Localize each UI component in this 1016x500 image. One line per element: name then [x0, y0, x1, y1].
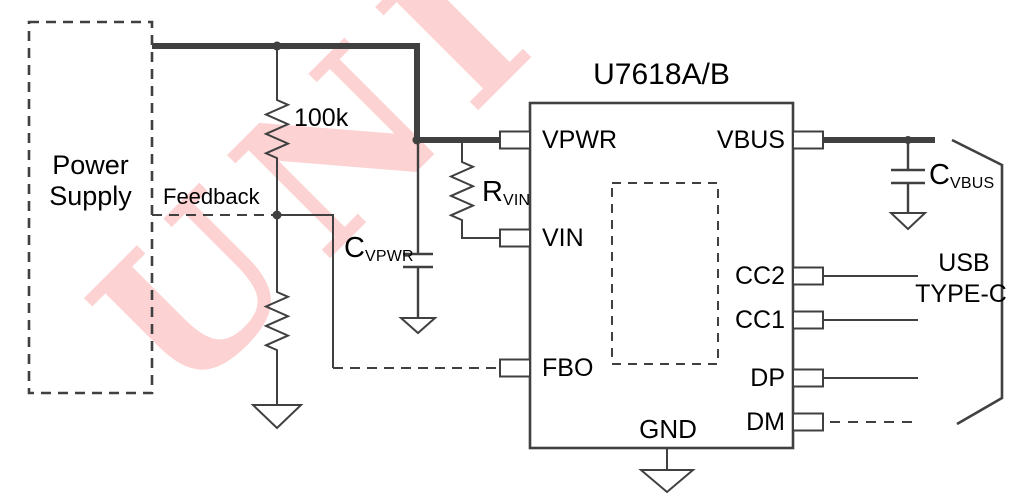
pin-label-cc2: CC2 — [734, 262, 785, 290]
cvbus-label-sub: VBUS — [949, 175, 995, 192]
cvpwr-label-main: C — [344, 232, 365, 264]
pin-box-dm — [792, 412, 824, 432]
capacitor-cvpwr — [403, 143, 433, 318]
gnd-symbol-cvpwr — [398, 317, 438, 335]
pin-label-gnd: GND — [639, 414, 697, 444]
vpwr-rail-wire — [152, 43, 500, 143]
resistor-rvin — [448, 143, 500, 239]
cvpwr-label-sub: VPWR — [364, 248, 414, 265]
rvin-label-sub: VIN — [502, 192, 531, 209]
chip-inner-dashed-box — [611, 182, 719, 365]
pin-label-dp: DP — [750, 364, 785, 392]
pin-label-vin: VIN — [542, 224, 584, 252]
pin-label-dm: DM — [746, 408, 785, 436]
pin-box-vin — [499, 228, 531, 248]
cvbus-label: CVBUS — [929, 160, 994, 199]
usb-typec-bracket — [951, 138, 1004, 426]
usb-label-line1: USB — [938, 249, 990, 277]
pin-box-vbus — [792, 130, 824, 150]
pin-label-vpwr: VPWR — [542, 126, 617, 154]
fbo-solid-wire — [277, 214, 334, 368]
junction-dot-feedback — [272, 210, 282, 220]
resistor-divider-lower — [263, 215, 291, 405]
pin-label-vbus: VBUS — [716, 126, 785, 154]
gnd-symbol-divider — [250, 404, 304, 430]
power-supply-label-line2: Supply — [49, 181, 132, 211]
pin-box-dp — [792, 368, 824, 388]
pin-box-vpwr — [499, 130, 531, 150]
junction-dot-top-rail — [272, 41, 282, 51]
power-supply-label-line1: Power — [52, 150, 129, 180]
pin-box-cc1 — [792, 310, 824, 330]
gnd-symbol-chip — [638, 469, 696, 494]
rvin-label-main: R — [482, 176, 503, 208]
usb-label-line2: TYPE-C — [915, 280, 1007, 308]
pin-label-cc1: CC1 — [734, 306, 785, 334]
cvbus-label-main: C — [929, 159, 950, 191]
gnd-symbol-cvbus — [888, 212, 928, 231]
pin-label-fbo: FBO — [542, 354, 594, 382]
chip-title: U7618A/B — [593, 58, 730, 91]
capacitor-cvbus — [891, 143, 925, 213]
feedback-label: Feedback — [163, 184, 260, 209]
cvpwr-label: CVPWR — [344, 233, 414, 272]
junction-dot-vpwr — [412, 135, 422, 145]
junction-dot-vbus — [904, 136, 912, 144]
power-supply-box — [27, 20, 154, 395]
resistor-100k-label: 100k — [294, 104, 349, 132]
pin-box-cc2 — [792, 266, 824, 286]
rvin-label: RVIN — [482, 177, 530, 216]
pin-box-fbo — [499, 358, 531, 378]
resistor-100k — [263, 49, 291, 215]
